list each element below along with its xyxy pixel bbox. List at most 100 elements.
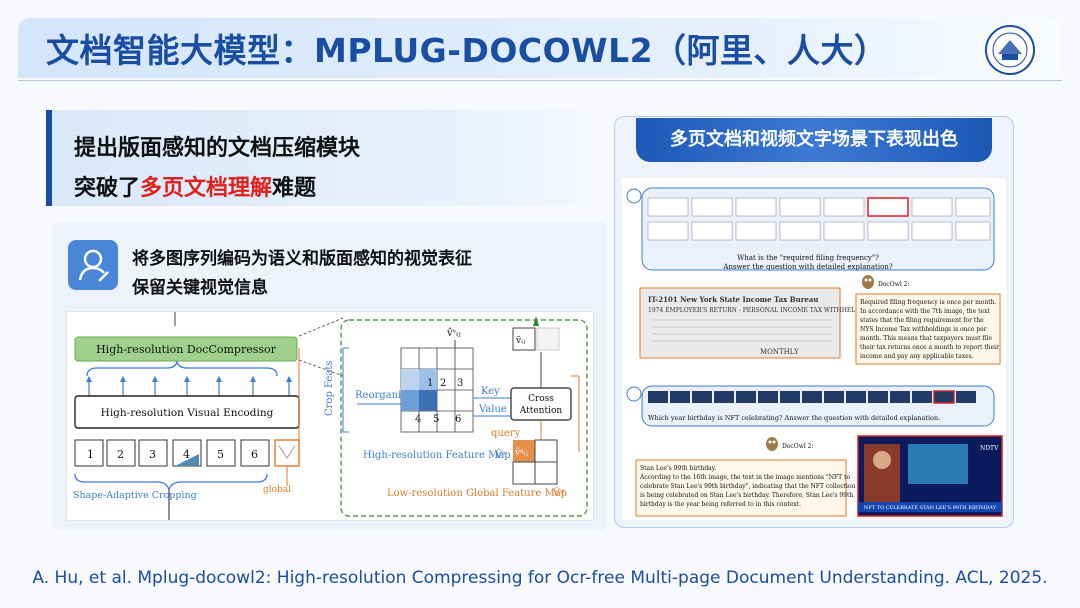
a2-line-3: is being celebrated on Stan Lee's birthd… bbox=[640, 492, 853, 499]
q1-line2: Answer the question with detailed explan… bbox=[722, 263, 892, 271]
architecture-diagram: High-resolution DocCompressor High-resol… bbox=[66, 311, 594, 521]
slide-header bbox=[18, 18, 1062, 78]
grid-highlight-2 bbox=[419, 369, 437, 390]
grid-highlight-3 bbox=[401, 390, 419, 411]
docowl-label-1: DocOwl 2: bbox=[878, 281, 910, 288]
v-ij-cell bbox=[512, 327, 536, 351]
a1-line-1: In accordance with the 7th image, the te… bbox=[860, 308, 990, 315]
cross-attention-text-1: Cross bbox=[528, 394, 554, 404]
tv-brand: NDTV bbox=[980, 445, 999, 452]
crop-num-4: 4 bbox=[183, 448, 190, 461]
zoom-line-bottom bbox=[298, 359, 344, 377]
doc-page-thumbs bbox=[647, 197, 991, 241]
answer-2-box bbox=[635, 459, 847, 517]
global-label: global bbox=[263, 485, 291, 495]
user-avatar-icon-2 bbox=[626, 386, 642, 402]
reorganize-label: Reorganize bbox=[355, 390, 413, 401]
v-s-ij-label: v̂ˢᵢⱼ bbox=[446, 328, 461, 339]
tax-monthly: MONTHLY bbox=[760, 348, 799, 356]
brace-top bbox=[86, 359, 278, 377]
grid-num-6: 6 bbox=[455, 414, 461, 425]
a2-line-0: Stan Lee's 99th birthday. bbox=[640, 465, 716, 472]
person-icon bbox=[68, 240, 118, 290]
v-g-ij-label: v̂ᵍᵢⱼ bbox=[514, 447, 528, 458]
user-avatar-icon bbox=[626, 188, 642, 204]
crop-num-6: 6 bbox=[251, 448, 258, 461]
method-line-2: 保留关键视觉信息 bbox=[132, 278, 268, 298]
university-logo bbox=[978, 24, 1042, 76]
v-g-ij-cell bbox=[513, 440, 535, 462]
a1-line-6: income and pay any applicable taxes. bbox=[860, 353, 974, 360]
highlighted-page bbox=[867, 197, 909, 217]
global-thumbnail bbox=[274, 439, 300, 467]
highlighted-frame bbox=[933, 390, 955, 404]
crop-num-2: 2 bbox=[117, 448, 124, 461]
crop-num-5: 5 bbox=[217, 448, 224, 461]
crop-feats-label: Crop Feats bbox=[324, 361, 335, 416]
doc-compressor-box bbox=[74, 336, 298, 362]
header-divider bbox=[18, 80, 1062, 81]
lr-feature-map-label: Low-resolution Global Feature Map bbox=[387, 488, 567, 499]
visual-encoding-label: High-resolution Visual Encoding bbox=[101, 407, 274, 419]
a1-line-4: month. This means that taxpayers must fi… bbox=[860, 335, 992, 342]
architecture-svg: High-resolution DocCompressor High-resol… bbox=[73, 312, 588, 520]
crop-num-3: 3 bbox=[149, 448, 156, 461]
key-point-2: 突破了多页文档理解难题 bbox=[74, 170, 316, 202]
video-frame-thumbs bbox=[648, 391, 976, 403]
v-ij-thumb bbox=[536, 327, 560, 351]
grid-num-4: 4 bbox=[415, 414, 421, 425]
lr-symbol: V̂ᵍ bbox=[552, 487, 564, 499]
results-figure: What is the "required filing frequency"?… bbox=[622, 178, 1006, 520]
docowl-label-2: DocOwl 2: bbox=[782, 443, 814, 450]
zoom-line-top bbox=[298, 317, 344, 337]
brace-bottom bbox=[74, 473, 268, 491]
a1-line-2: states that the filing requirement for t… bbox=[860, 317, 984, 324]
a1-line-5: their tax returns once a month to report… bbox=[860, 344, 999, 351]
tv-caption: NFT TO CELEBRATE STAN LEE'S 99TH BIRTHDA… bbox=[864, 505, 997, 511]
tv-inset bbox=[908, 444, 968, 484]
shape-adaptive-label: Shape-Adaptive Cropping bbox=[73, 490, 197, 501]
results-title: 多页文档和视频文字场景下表现出色 bbox=[636, 118, 992, 162]
q2-text: Which year birthday is NFT celebrating? … bbox=[648, 414, 940, 422]
a2-line-4: birthday is the year being referred to i… bbox=[640, 501, 801, 508]
slide-title: 文档智能大模型：MPLUG-DOCOWL2（阿里、人大） bbox=[46, 31, 888, 70]
owl-icon-2 bbox=[766, 437, 778, 451]
compressor-detail-box bbox=[340, 319, 588, 517]
owl-icon bbox=[862, 275, 874, 289]
cross-attention-text-2: Attention bbox=[519, 406, 563, 416]
query-label: query bbox=[491, 428, 521, 439]
grid-highlight-1 bbox=[401, 369, 419, 390]
key-point-2-suffix: 难题 bbox=[272, 176, 317, 201]
crop-num-1: 1 bbox=[87, 448, 94, 461]
a2-line-2: celebrate Stan Lee's 99th birthday", ind… bbox=[640, 483, 856, 490]
crop-thumbnails bbox=[74, 439, 270, 467]
value-label: Value bbox=[478, 404, 507, 415]
tax-header-2: 1974 EMPLOYER'S RETURN - PERSONAL INCOME… bbox=[648, 307, 860, 314]
grid-highlight-4 bbox=[419, 390, 437, 411]
a2-line-1: According to the 16th image, the text in… bbox=[639, 474, 850, 481]
grid-num-5: 5 bbox=[433, 414, 439, 425]
key-label: Key bbox=[481, 386, 500, 397]
q1-line1: What is the "required filing frequency"? bbox=[737, 254, 879, 262]
tv-caption-bar bbox=[858, 502, 1002, 512]
key-point-1: 提出版面感知的文档压缩模块 bbox=[74, 136, 361, 161]
tax-form-crop bbox=[639, 287, 841, 359]
results-svg: What is the "required filing frequency"?… bbox=[626, 187, 1003, 517]
key-point-2-highlight: 多页文档理解 bbox=[140, 176, 273, 201]
grid-num-3: 3 bbox=[457, 378, 463, 389]
hr-feature-map-label: High-resolution Feature Map bbox=[363, 450, 511, 461]
hr-symbol: V̂ˢ bbox=[494, 449, 506, 461]
grid-num-2: 2 bbox=[440, 378, 446, 389]
grid-num-1: 1 bbox=[427, 378, 433, 389]
v-ij-label: v̄ᵢⱼ bbox=[515, 336, 525, 346]
key-points-panel bbox=[46, 110, 606, 206]
key-point-2-prefix: 突破了 bbox=[74, 176, 141, 201]
crop-feats-bracket bbox=[342, 347, 349, 433]
doc-compressor-label: High-resolution DocCompressor bbox=[96, 343, 277, 356]
citation: A. Hu, et al. Mplug-docowl2: High-resolu… bbox=[32, 568, 1048, 588]
output-arrow bbox=[533, 316, 539, 326]
feature-arrows bbox=[88, 380, 290, 396]
answer-1-box bbox=[855, 293, 1001, 365]
accent-bar bbox=[46, 110, 52, 206]
method-line-1: 将多图序列编码为语义和版面感知的视觉表征 bbox=[132, 249, 472, 269]
